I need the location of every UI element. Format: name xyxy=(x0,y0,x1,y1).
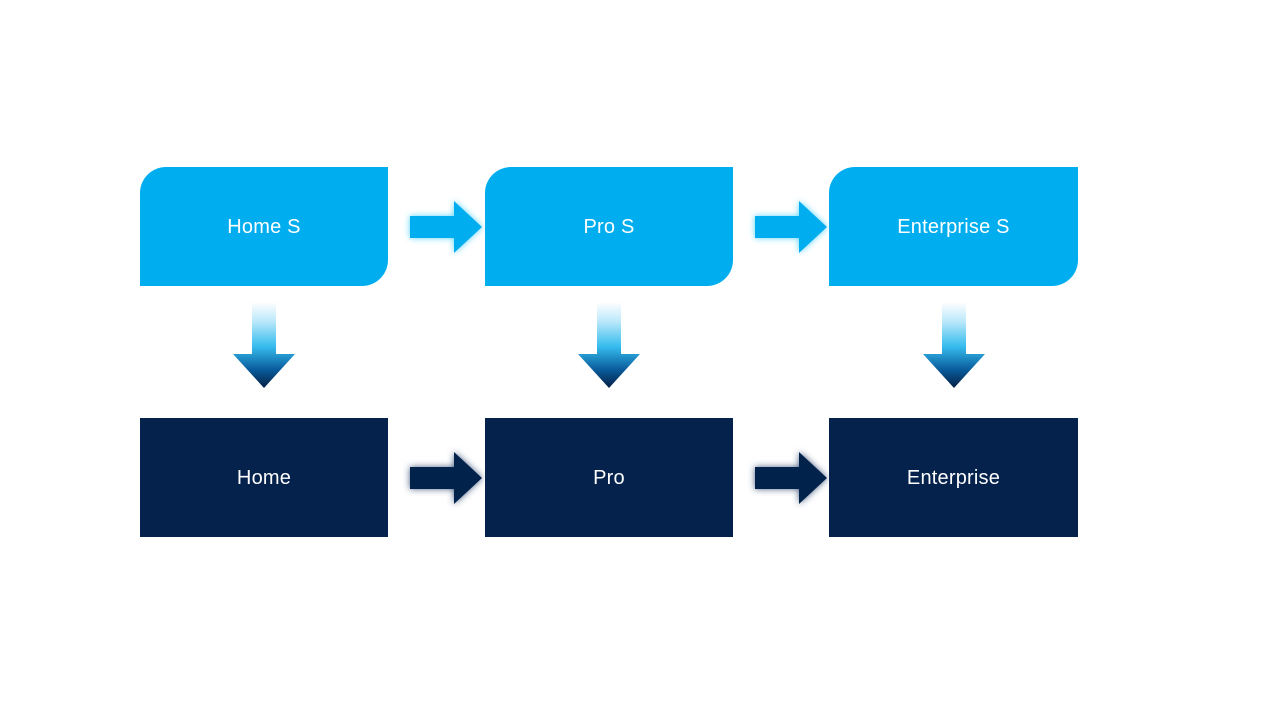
arrow-right-icon-pro-s-to-enterprise-s xyxy=(749,196,831,258)
node-home-label: Home xyxy=(236,466,292,489)
arrow-down-icon-home-s-to-home xyxy=(228,300,300,392)
arrow-right-icon-home-s-to-pro-s xyxy=(404,196,486,258)
node-enterprise-s-label: Enterprise S xyxy=(897,215,1010,238)
arrow-right-icon-home-to-pro xyxy=(404,447,486,509)
node-home[interactable]: Home xyxy=(140,418,388,537)
node-pro-label: Pro xyxy=(593,466,625,489)
node-pro[interactable]: Pro xyxy=(485,418,733,537)
node-home-s[interactable]: Home S xyxy=(140,167,388,286)
node-pro-s-label: Pro S xyxy=(583,215,635,238)
node-home-s-label: Home S xyxy=(227,215,301,238)
arrow-right-icon-pro-to-enterprise xyxy=(749,447,831,509)
arrow-down-icon-pro-s-to-pro xyxy=(573,300,645,392)
node-enterprise-s[interactable]: Enterprise S xyxy=(829,167,1078,286)
arrow-down-icon-enterprise-s-to-enterprise xyxy=(918,300,990,392)
node-enterprise-label: Enterprise xyxy=(906,466,1001,489)
node-pro-s[interactable]: Pro S xyxy=(485,167,733,286)
node-enterprise[interactable]: Enterprise xyxy=(829,418,1078,537)
